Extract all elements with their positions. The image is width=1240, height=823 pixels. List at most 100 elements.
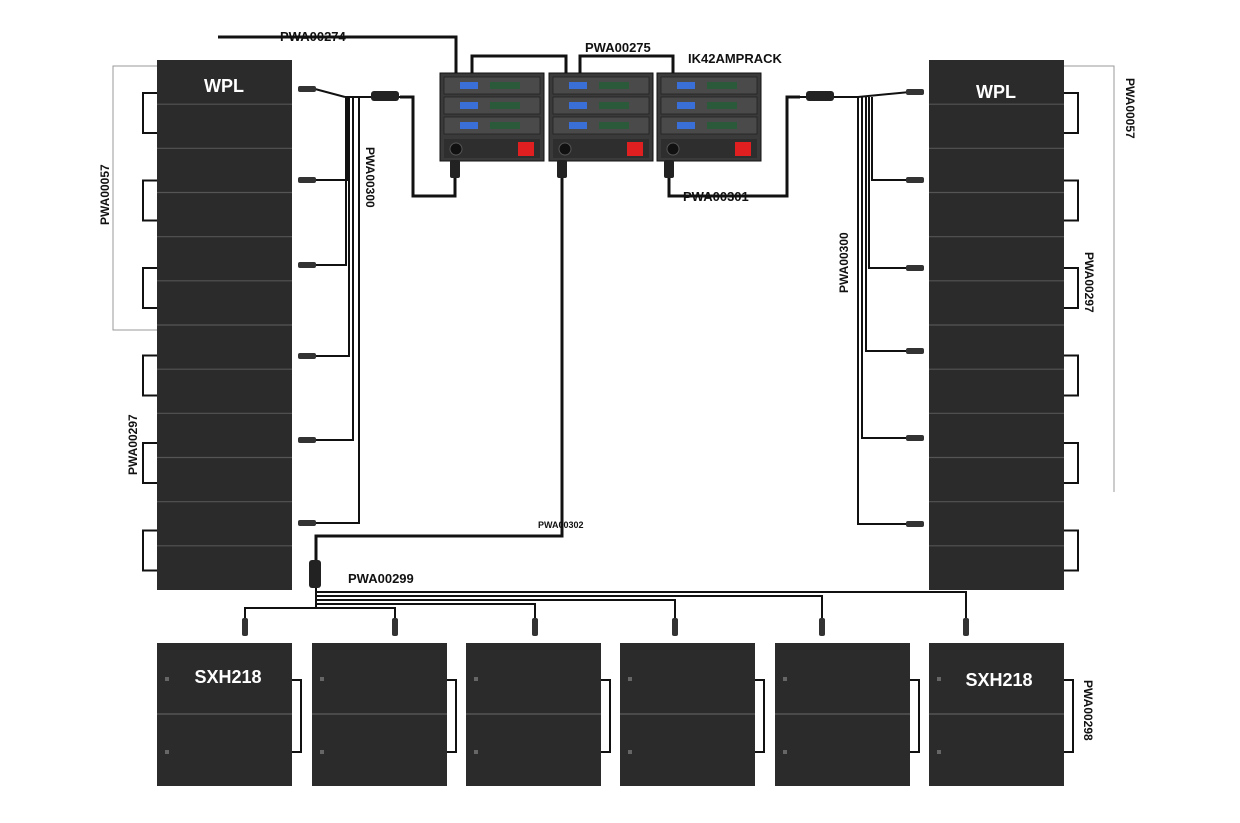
link-bracket <box>1064 529 1079 572</box>
sub-mark <box>474 750 478 754</box>
cable-pwa00275-b <box>578 54 675 73</box>
amplifier-meter <box>490 102 520 109</box>
right-breakout-cables <box>800 91 911 525</box>
right-array-input-plug <box>906 348 924 354</box>
link-bracket <box>1064 179 1079 222</box>
left-line-array: WPL <box>142 60 292 590</box>
label-sub-link: PWA00298 <box>1081 680 1095 741</box>
cable-pwa00274 <box>218 35 458 73</box>
label-pwa00274: PWA00274 <box>280 29 347 44</box>
label-right-link-lower: PWA00297 <box>1082 252 1096 313</box>
label-left-link-lower: PWA00297 <box>126 414 140 475</box>
amplifier-meter <box>707 102 737 109</box>
left-array-input-plug <box>298 86 316 92</box>
link-bracket <box>142 267 157 309</box>
amplifier-display <box>677 82 695 89</box>
amplifier-meter <box>490 122 520 129</box>
sub-mark <box>937 750 941 754</box>
link-bracket <box>142 92 157 134</box>
amplifier-meter <box>707 82 737 89</box>
sub-link-bracket <box>910 679 920 753</box>
amp-rack-connector <box>666 142 680 156</box>
link-bracket <box>1064 92 1079 134</box>
sub-mark <box>165 750 169 754</box>
amplifier-display <box>677 102 695 109</box>
amp-rack-connector <box>449 142 463 156</box>
left-breakout-connector <box>371 91 399 101</box>
right-upper-group-bracket <box>1064 65 1115 492</box>
link-bracket <box>142 442 157 484</box>
sub-link-bracket <box>601 679 611 753</box>
sub-input-plug <box>392 618 398 636</box>
amplifier-display <box>460 82 478 89</box>
left-upper-group-bracket <box>112 65 157 331</box>
label-pwa00301: PWA00301 <box>683 189 749 204</box>
left-array-title: WPL <box>204 76 244 96</box>
amplifier-display <box>460 122 478 129</box>
cable-pwa00302 <box>314 170 564 560</box>
left-sub-title: SXH218 <box>194 667 261 687</box>
cables <box>218 35 800 560</box>
amp-rack-panel <box>553 139 649 158</box>
amp2-out-connector <box>557 160 567 178</box>
sub-mark <box>320 750 324 754</box>
sub-link-bracket <box>292 679 302 753</box>
right-array-input-plug <box>906 177 924 183</box>
label-pwa00299: PWA00299 <box>348 571 414 586</box>
sub-input-plug <box>963 618 969 636</box>
sub-input-plug <box>819 618 825 636</box>
amplifier-display <box>569 102 587 109</box>
left-array-input-plug <box>298 437 316 443</box>
subwoofer-row <box>157 643 1074 786</box>
link-bracket <box>1064 354 1079 397</box>
left-array-input-plug <box>298 177 316 183</box>
amp-rack-power-socket <box>518 142 534 156</box>
cable-pwa00301 <box>667 95 800 198</box>
right-breakout-connector <box>806 91 834 101</box>
sub-distribution-cables <box>244 588 967 624</box>
right-array-input-plug <box>906 521 924 527</box>
amplifier-meter <box>490 82 520 89</box>
sub-link-bracket <box>1064 679 1074 753</box>
link-bracket <box>142 179 157 222</box>
amp-rack-panel <box>661 139 757 158</box>
label-right-vertical: PWA00300 <box>837 232 851 293</box>
label-right-link-upper: PWA00057 <box>1123 78 1137 139</box>
sub-breakout-connector <box>309 560 321 588</box>
amplifier-display <box>569 82 587 89</box>
amplifier-meter <box>707 122 737 129</box>
sub-input-plug <box>242 618 248 636</box>
sub-mark <box>628 677 632 681</box>
cable-pwa00275-a <box>470 54 568 73</box>
label-pwa00275: PWA00275 <box>585 40 651 55</box>
link-bracket <box>142 354 157 397</box>
amp-rack-panel <box>444 139 540 158</box>
label-left-vertical: PWA00300 <box>363 147 377 208</box>
link-bracket <box>142 529 157 572</box>
sub-link-bracket <box>755 679 765 753</box>
right-link-brackets <box>1064 92 1079 572</box>
right-array-input-plug <box>906 89 924 95</box>
left-link-brackets <box>142 92 157 572</box>
amp-rack-power-socket <box>735 142 751 156</box>
sub-mark <box>165 677 169 681</box>
amplifier-meter <box>599 82 629 89</box>
amp-racks <box>439 72 762 162</box>
left-array-input-plug <box>298 520 316 526</box>
amp-rack-power-socket <box>627 142 643 156</box>
amp1-out-connector <box>450 160 460 178</box>
right-array-cabinet-dividers <box>929 103 1064 547</box>
sub-mark <box>937 677 941 681</box>
right-sub-title: SXH218 <box>965 670 1032 690</box>
amplifier-meter <box>599 102 629 109</box>
amplifier-meter <box>599 122 629 129</box>
label-pwa00302: PWA00302 <box>538 520 584 530</box>
amplifier-display <box>569 122 587 129</box>
cable-left-amp-out <box>400 95 457 198</box>
left-array-input-plug <box>298 353 316 359</box>
right-array-input-plug <box>906 435 924 441</box>
link-bracket <box>1064 442 1079 484</box>
sub-mark <box>783 750 787 754</box>
sub-input-plug <box>672 618 678 636</box>
